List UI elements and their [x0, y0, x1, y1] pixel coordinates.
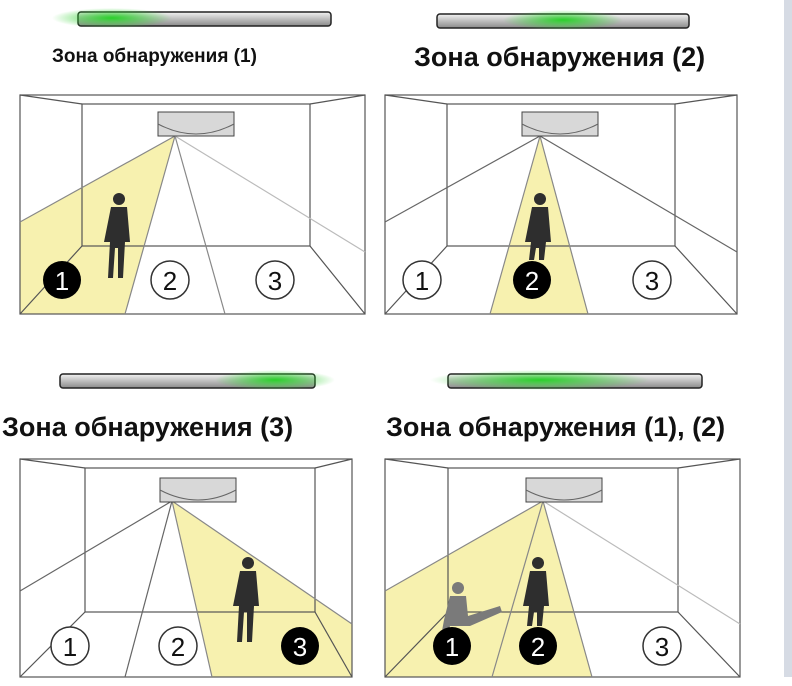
zone-badge-3: 3	[632, 260, 672, 300]
svg-text:1: 1	[415, 266, 429, 296]
person-standing-icon	[525, 193, 551, 260]
zone-badge-3: 3	[281, 627, 319, 665]
room-diagram: 1 2 3	[19, 458, 353, 678]
sensor-bar-indicator	[59, 370, 335, 390]
sensor-bar-indicator	[52, 8, 332, 28]
person-standing-icon	[104, 193, 130, 278]
person-standing-icon	[233, 557, 259, 642]
svg-text:3: 3	[293, 632, 307, 662]
panel-title: Зона обнаружения (2)	[414, 42, 706, 72]
zone-badge-2: 2	[513, 261, 551, 299]
room-diagram: 1 2 3	[19, 94, 366, 315]
zone-badge-1: 1	[402, 260, 442, 300]
room-diagram: 1 2 3	[384, 94, 738, 315]
person-standing-icon	[523, 557, 549, 626]
zone-badge-2: 2	[150, 260, 190, 300]
zone-badge-1: 1	[43, 261, 81, 299]
svg-text:3: 3	[645, 266, 659, 296]
svg-text:2: 2	[171, 632, 185, 662]
detection-zone-1-2-highlight	[385, 501, 592, 677]
svg-text:2: 2	[525, 266, 539, 296]
ceiling-sensor	[159, 477, 237, 503]
zone-badge-1: 1	[433, 627, 471, 665]
zone-badge-1: 1	[50, 626, 90, 666]
svg-text:3: 3	[655, 632, 669, 662]
panel-title: Зона обнаружения (3)	[2, 412, 294, 442]
ceiling-sensor	[525, 477, 603, 503]
zone-badge-2: 2	[158, 626, 198, 666]
svg-text:1: 1	[55, 266, 69, 296]
room-diagram: 1 2 3	[384, 458, 741, 678]
panel-title: Зона обнаружения (1), (2)	[386, 412, 726, 442]
zone-badge-3: 3	[255, 260, 295, 300]
ceiling-sensor	[521, 111, 599, 137]
zone-badge-3: 3	[642, 626, 682, 666]
sensor-bar-indicator	[436, 10, 690, 30]
sensor-bar-indicator	[430, 370, 703, 390]
detection-zone-3-highlight	[172, 501, 352, 677]
person-sitting-icon	[440, 582, 502, 642]
svg-text:3: 3	[268, 266, 282, 296]
panel-title: Зона обнаружения (1)	[52, 46, 257, 67]
ceiling-sensor	[157, 111, 235, 137]
svg-text:2: 2	[163, 266, 177, 296]
scrollbar-track[interactable]	[784, 0, 792, 677]
svg-text:1: 1	[63, 632, 77, 662]
zone-badge-2: 2	[519, 627, 557, 665]
svg-text:2: 2	[531, 632, 545, 662]
svg-text:1: 1	[445, 632, 459, 662]
